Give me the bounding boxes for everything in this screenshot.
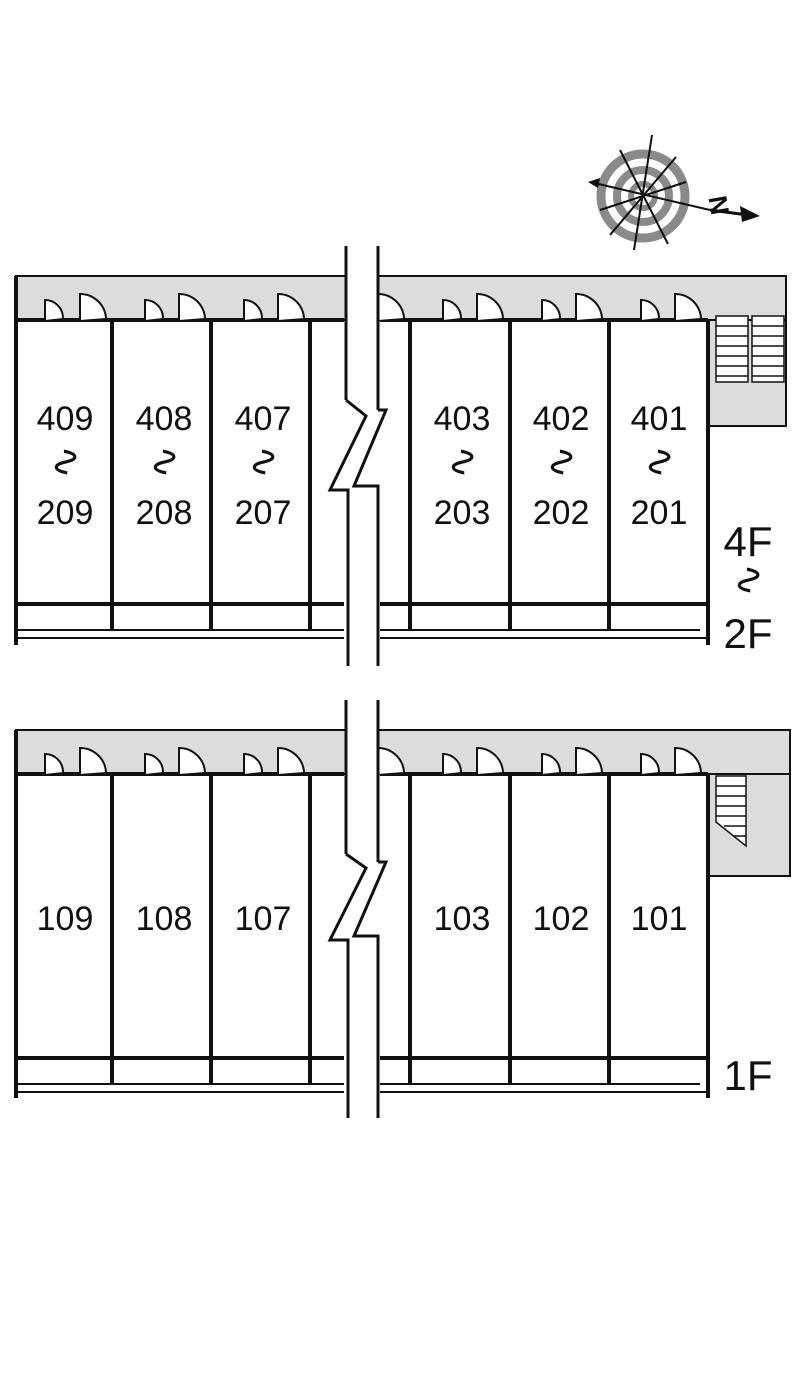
staircase [715,775,747,848]
break-gap [346,246,378,666]
unit-number-lower: 203 [434,494,491,532]
unit-number-lower: 202 [533,494,590,532]
compass-icon [588,134,760,251]
first-floor-plan [14,700,791,1118]
unit-number: 107 [235,900,292,938]
compass-north-mark: N [702,193,735,217]
floor-range-mark: ∿ [539,445,585,479]
door-icon [44,292,702,320]
break-gap [346,700,378,1118]
unit-number-upper: 408 [136,400,193,438]
floor-range-mark: ∿ [726,563,772,597]
unit-number-upper: 409 [37,400,94,438]
unit-number-upper: 401 [631,400,688,438]
upper-unit-labels: 409 ∿ 209 408 ∿ 208 407 ∿ 207 403 ∿ 203 … [37,400,688,532]
unit-number-lower: 208 [136,494,193,532]
unit-number: 102 [533,900,590,938]
floor-range-mark: ∿ [43,445,89,479]
unit-number: 109 [37,900,94,938]
floor-label-bottom: 2F [723,610,772,657]
unit-number-upper: 402 [533,400,590,438]
unit-number-lower: 201 [631,494,688,532]
unit-number: 108 [136,900,193,938]
first-floor-unit-labels: 109 108 107 103 102 101 [37,900,688,938]
door-icon [44,746,702,774]
floor-label: 1F [723,1052,772,1099]
unit-number-lower: 207 [235,494,292,532]
unit-number: 101 [631,900,688,938]
floor-range-mark: ∿ [440,445,486,479]
upper-floor-plan [14,246,787,666]
unit-number-upper: 407 [235,400,292,438]
floor-label-top: 4F [723,518,772,565]
staircase [715,315,785,383]
unit-number-lower: 209 [37,494,94,532]
unit-number-upper: 403 [434,400,491,438]
unit-number: 103 [434,900,491,938]
floor-range-mark: ∿ [241,445,287,479]
floor-range-mark: ∿ [142,445,188,479]
floor-range-mark: ∿ [637,445,683,479]
